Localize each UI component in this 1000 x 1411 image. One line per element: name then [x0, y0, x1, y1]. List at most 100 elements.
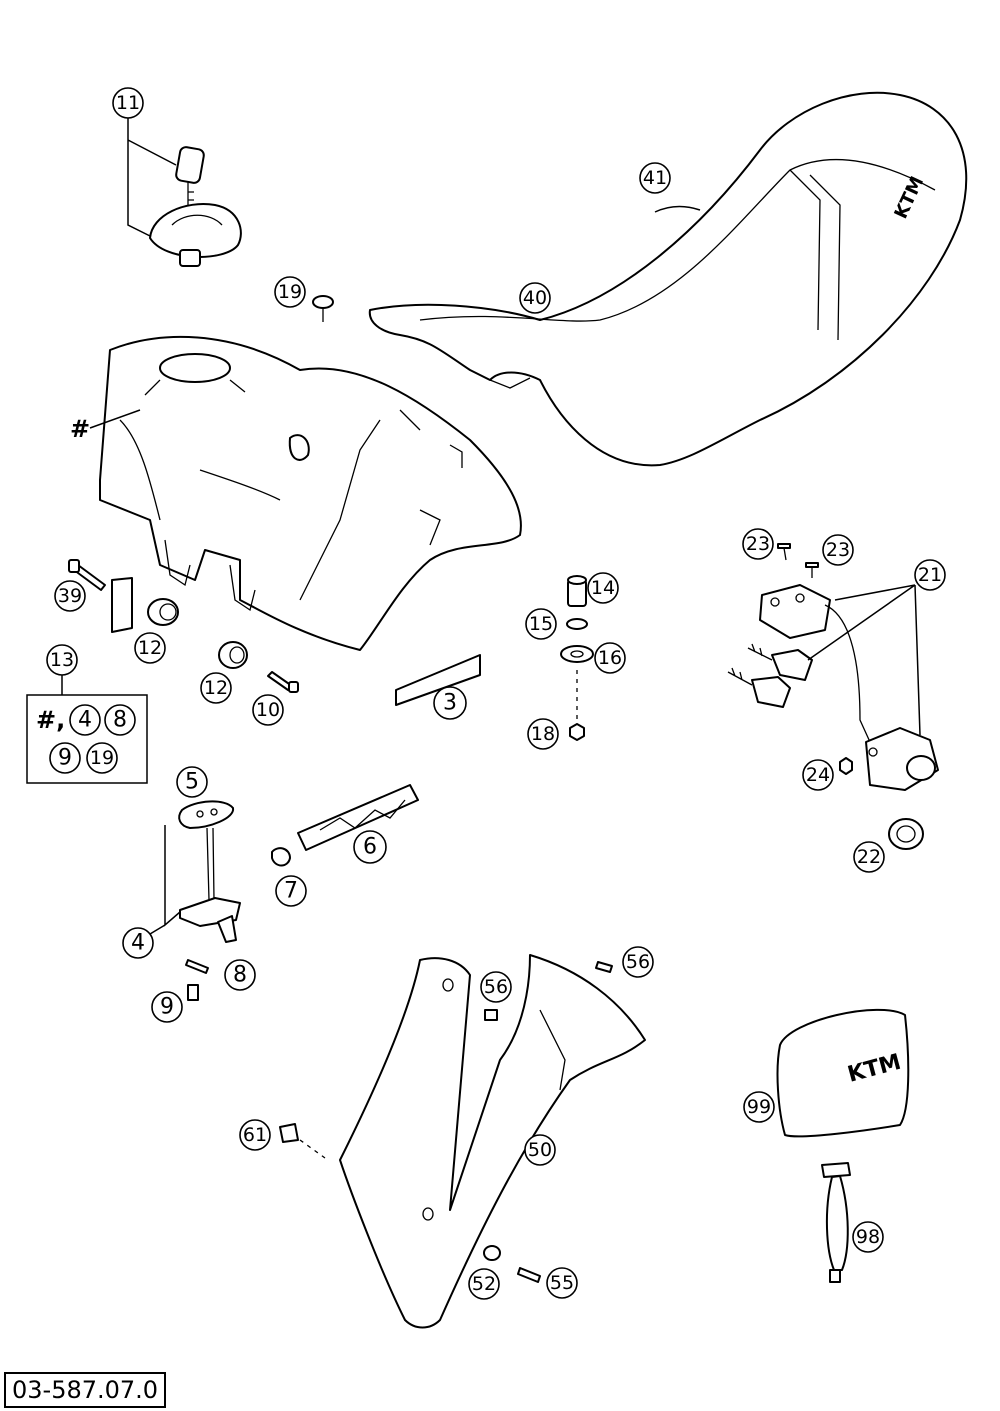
screw-56a-part [595, 961, 613, 973]
callout-3: 3 [433, 686, 467, 720]
svg-text:23: 23 [746, 533, 770, 555]
callout-8: 8 [224, 959, 256, 991]
svg-text:12: 12 [138, 637, 162, 659]
kit-item-4: 4 [69, 704, 101, 736]
svg-text:6: 6 [363, 835, 377, 860]
foam-pad-part [395, 654, 481, 706]
callout-23a: 23 [742, 528, 774, 560]
screw-55-part [517, 1267, 541, 1283]
callout-40: 40 [519, 282, 551, 314]
screw-23b-part [805, 562, 819, 578]
decal-99-part: KTM [776, 1008, 910, 1138]
svg-text:98: 98 [856, 1226, 880, 1248]
bolt-14-part [567, 575, 587, 607]
callout-12a: 12 [134, 632, 166, 664]
callout-55: 55 [546, 1267, 578, 1299]
svg-text:12: 12 [204, 677, 228, 699]
rubber-pad-part [111, 577, 133, 633]
svg-text:41: 41 [643, 167, 667, 189]
callout-24: 24 [802, 759, 834, 791]
callout-52: 52 [468, 1268, 500, 1300]
svg-text:19: 19 [90, 747, 114, 769]
nut-24-part [839, 757, 853, 775]
svg-text:13: 13 [50, 649, 74, 671]
screw-9-part [187, 984, 199, 1001]
callout-41: 41 [639, 162, 671, 194]
svg-text:56: 56 [484, 976, 508, 998]
vent-cap-part [312, 295, 334, 322]
bolt-10-part [267, 671, 299, 693]
callout-9: 9 [151, 991, 183, 1023]
svg-text:50: 50 [528, 1139, 552, 1161]
callout-50: 50 [524, 1134, 556, 1166]
kit-item-9: 9 [49, 742, 81, 774]
callout-99: 99 [743, 1091, 775, 1123]
callout-12b: 12 [200, 672, 232, 704]
svg-text:5: 5 [185, 770, 199, 795]
callout-15: 15 [525, 608, 557, 640]
svg-text:8: 8 [113, 708, 127, 733]
svg-text:23: 23 [826, 539, 850, 561]
callout-19: 19 [274, 276, 306, 308]
kit-item-8: 8 [104, 704, 136, 736]
hose-clip-7-part [271, 847, 291, 867]
callout-21: 21 [914, 559, 946, 591]
callout-5: 5 [176, 766, 208, 798]
seal-22-part [888, 818, 924, 850]
washer-16-part [560, 645, 594, 663]
svg-text:3: 3 [443, 691, 457, 716]
svg-text:56: 56 [626, 951, 650, 973]
washer-15-part [566, 618, 588, 630]
nut-18-part [569, 723, 585, 741]
callout-16: 16 [594, 642, 626, 674]
kit-13-prefix: #, [36, 706, 65, 734]
svg-text:22: 22 [857, 846, 881, 868]
callout-7: 7 [275, 875, 307, 907]
svg-text:14: 14 [591, 577, 615, 599]
svg-text:9: 9 [58, 746, 72, 771]
svg-text:16: 16 [598, 647, 622, 669]
screw-56b-part [484, 1009, 498, 1021]
svg-text:55: 55 [550, 1272, 574, 1294]
svg-text:39: 39 [58, 585, 82, 607]
gasket-5-part [178, 800, 234, 829]
screw-8-part [185, 959, 209, 974]
svg-text:10: 10 [256, 699, 280, 721]
svg-text:61: 61 [243, 1124, 267, 1146]
callout-4: 4 [122, 927, 154, 959]
svg-text:8: 8 [233, 963, 247, 988]
svg-text:15: 15 [529, 613, 553, 635]
fuel-tap-part [179, 827, 241, 943]
fuel-hose-6-part [297, 784, 419, 851]
svg-text:19: 19 [278, 281, 302, 303]
callout-6: 6 [353, 830, 387, 864]
screw-23a-part [777, 543, 791, 561]
fuel-cap-key-assembly [149, 146, 242, 267]
fuel-tank-part [99, 335, 522, 651]
svg-text:99: 99 [747, 1096, 771, 1118]
bolt-39-part [68, 559, 106, 591]
callout-18: 18 [527, 718, 559, 750]
side-panel-50-part [339, 954, 646, 1329]
svg-text:9: 9 [160, 995, 174, 1020]
svg-text:4: 4 [78, 708, 92, 733]
seat-part: KTM [368, 91, 968, 467]
svg-text:7: 7 [284, 879, 298, 904]
callout-10: 10 [252, 694, 284, 726]
svg-text:11: 11 [116, 92, 140, 114]
callout-13: 13 [46, 644, 78, 676]
callout-98: 98 [852, 1221, 884, 1253]
ignition-lock-part [865, 727, 939, 791]
callout-56a: 56 [622, 946, 654, 978]
key-21b-part [727, 667, 791, 708]
tank-hash-marker: # [70, 415, 90, 443]
strap-98-part [821, 1162, 851, 1283]
kit-item-19: 19 [86, 742, 118, 774]
svg-text:4: 4 [131, 931, 145, 956]
lock-bracket-part [759, 584, 831, 639]
svg-text:40: 40 [523, 287, 547, 309]
diagram-reference-code: 03-587.07.0 [4, 1372, 167, 1408]
callout-14: 14 [587, 572, 619, 604]
washer-52-part [483, 1245, 501, 1261]
